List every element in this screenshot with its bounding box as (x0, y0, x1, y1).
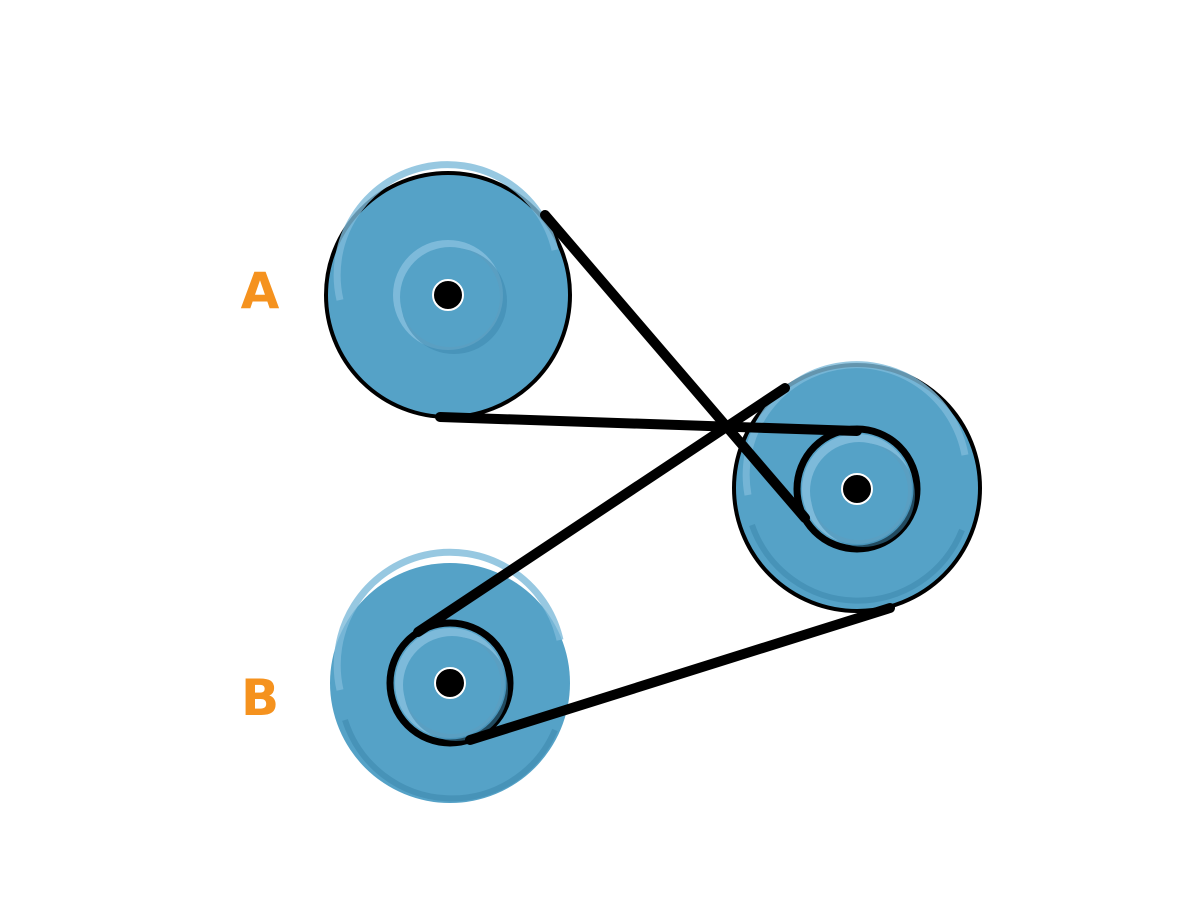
belt-b-c-strand-1 (413, 383, 790, 637)
pulley-c-axle (841, 473, 873, 505)
pulley-b-rim-shadow (342, 719, 558, 802)
pulley-a-axle (432, 279, 464, 311)
pulley-b-label: B (241, 669, 279, 727)
pulley-b-rim-highlight (333, 548, 564, 691)
pulley-b-axle (434, 667, 466, 699)
pulley-c-rim-shadow (749, 524, 965, 604)
belt-a-c (435, 210, 862, 523)
pulley-c-rim-highlight (742, 361, 969, 496)
belt-b-c-strand-2 (465, 603, 895, 745)
pulley-a-rim-highlight (333, 161, 559, 301)
belt-b-c (413, 383, 895, 745)
pulley-a-label: A (241, 262, 280, 320)
pulley-b (330, 548, 570, 803)
pulley-a (324, 161, 572, 419)
belt-a-c-strand-1 (540, 210, 810, 523)
belt-a-c-strand-2 (435, 412, 862, 436)
